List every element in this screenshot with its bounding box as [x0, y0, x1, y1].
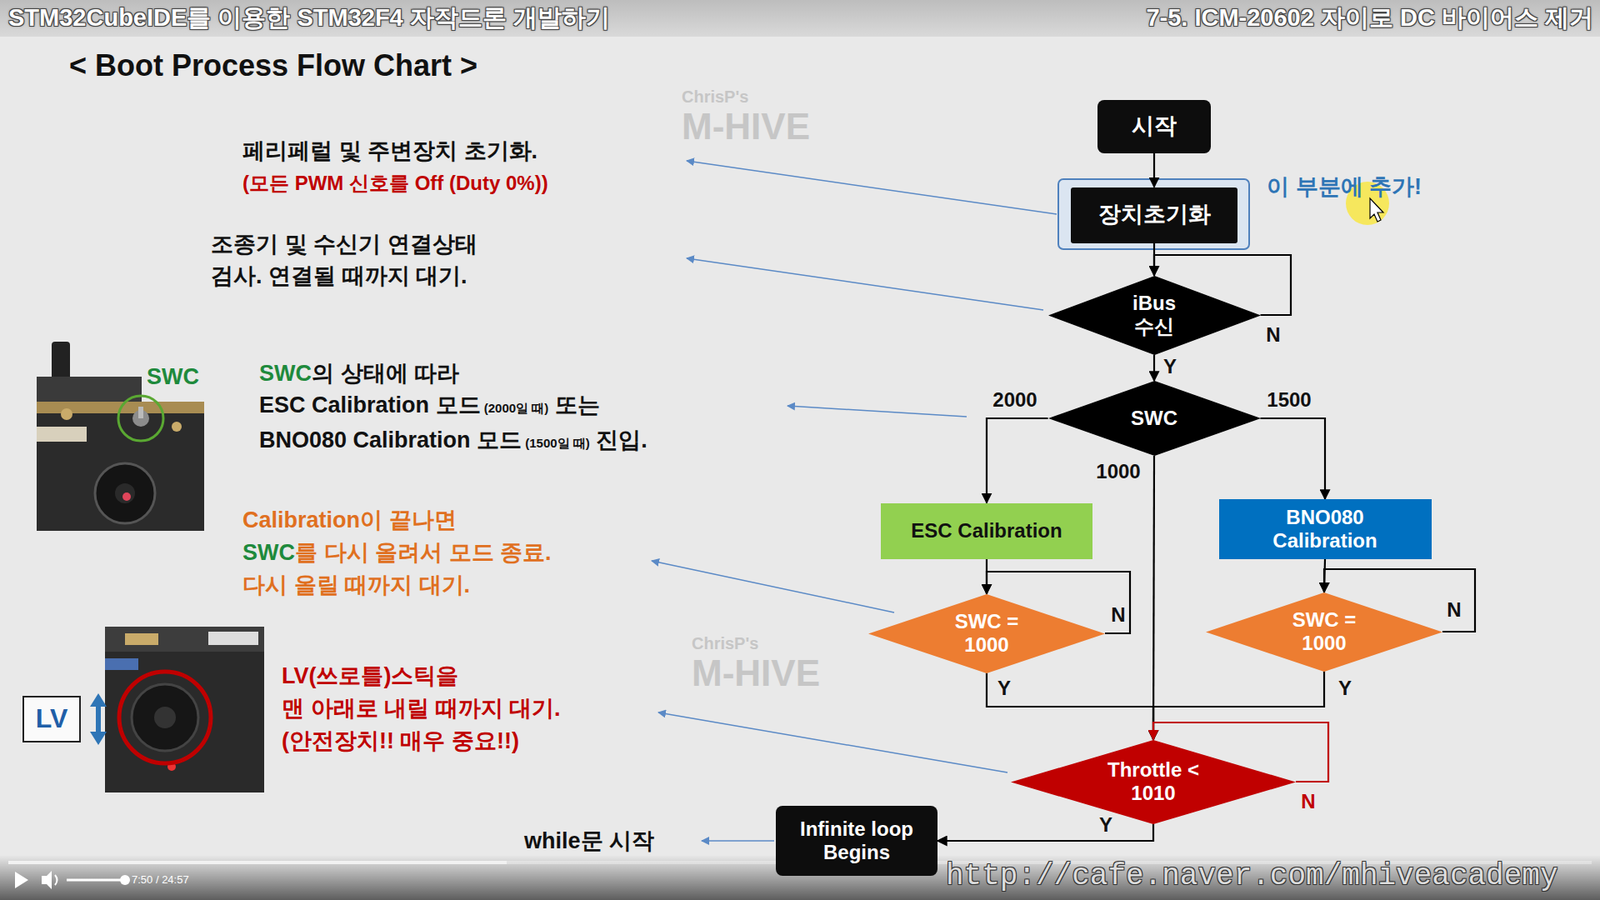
node-label: Infinite loop Begins: [800, 817, 914, 865]
flow-arrow: [986, 418, 1049, 504]
edge-label: 1500: [1265, 390, 1313, 410]
edge-label: N: [1109, 605, 1127, 625]
callout-text: (1500일 때): [525, 435, 590, 450]
node-label: SWC: [1130, 406, 1178, 430]
header-text-group: STM32CubeIDE를 이용한 STM32F4 자작드론 개발하기: [8, 1, 610, 34]
flow-arrow: [1153, 455, 1155, 740]
flow-arrow: [1153, 153, 1155, 188]
diamond-shape: [1010, 740, 1296, 825]
double-arrow: [90, 693, 107, 745]
annotation-note-group: 이 부분에 추가!: [1266, 170, 1422, 203]
edge-label: 2000: [990, 390, 1039, 410]
callout-text-group: while문 시작: [524, 825, 655, 857]
watermark: M-HIVE: [691, 652, 820, 694]
header-band: [0, 0, 1600, 37]
node-label: BNO080 Calibration: [1272, 505, 1377, 553]
callout-text: 진입.: [595, 427, 648, 453]
callout-text: (안전장치!! 매우 중요!!): [281, 728, 520, 754]
edge-label: N: [1264, 325, 1282, 345]
flow-arrow: [1260, 418, 1326, 500]
callout-text: 를 다시 올려서 모드 종료.: [295, 540, 552, 565]
node-label: ESC Calibration: [910, 519, 1062, 543]
end-terminal: Infinite loop Begins: [775, 805, 938, 876]
video-time: 7:50 / 24:57: [131, 873, 190, 886]
leader-lines: [651, 160, 1057, 841]
decision-diamond: SWC = 1000: [868, 594, 1105, 674]
diamond-shape: [868, 594, 1105, 674]
callout-text-group: SWC의 상태에 따라 ESC Calibration 모드(2000일 때) 또는…: [259, 357, 648, 460]
node-label: 시작: [1131, 113, 1177, 140]
watermark-group: M-HIVE: [691, 653, 820, 694]
edge-label: 1000: [1094, 461, 1142, 482]
watermark: M-HIVE: [681, 105, 810, 147]
watermark-group: ChrisP's: [681, 86, 749, 107]
decision-diamond: Throttle < 1010: [1010, 740, 1296, 825]
node-label: Throttle < 1010: [1107, 758, 1200, 805]
flow-arrow: [986, 673, 1154, 740]
slide-title: < Boot Process Flow Chart >: [69, 48, 478, 84]
edge-label: Y: [1161, 356, 1179, 377]
edge-label: Y: [1097, 815, 1115, 835]
watermark: ChrisP's: [681, 87, 749, 106]
flow-arrow: [1153, 671, 1325, 740]
callout-text-group: Calibration이 끝나면 SWC를 다시 올려서 모드 종료. 다시 올릴 …: [242, 504, 552, 602]
callout-text: 페리페럴 및 주변장치 초기화.: [242, 138, 538, 164]
transmitter-photo: [105, 626, 265, 793]
header-text-group: 7-5. ICM-20602 자이로 DC 바이어스 제거: [1145, 1, 1594, 34]
process-box: 장치초기화: [1070, 187, 1238, 244]
switch-label-group: SWC: [146, 360, 200, 393]
process-box: ESC Calibration: [880, 503, 1093, 560]
callout-text-group: 조종기 및 수신기 연결상태 검사. 연결될 때까지 대기.: [210, 228, 478, 292]
diamond-shape: [1205, 592, 1443, 672]
url-watermark-group: http://cafe.naver.com/mhiveacademy: [945, 858, 1559, 895]
flow-arrow: [1153, 355, 1155, 382]
node-label: SWC = 1000: [1292, 608, 1357, 655]
callout-text: 또는: [555, 392, 600, 418]
edge-label: N: [1299, 791, 1317, 812]
callout-text-group: LV(쓰로틀)스틱을 맨 아래로 내릴 때까지 대기. (안전장치!! 매우 중요…: [281, 660, 561, 758]
video-time-group: 7:50 / 24:57: [131, 872, 190, 888]
start-terminal: 시작: [1097, 100, 1211, 154]
mouse-cursor: [1370, 198, 1384, 222]
node-label: LV: [35, 703, 69, 735]
diamond-shape: [1048, 275, 1261, 355]
callout-text: ESC Calibration 모드: [259, 392, 481, 418]
edge-label: Y: [995, 678, 1013, 699]
callout-text: SWC: [259, 360, 312, 386]
callout-text: LV(쓰로틀)스틱을 맨 아래로 내릴 때까지 대기.: [281, 663, 561, 721]
annotation-note: 이 부분에 추가!: [1266, 174, 1422, 200]
edge-label: Y: [1336, 678, 1354, 699]
watermark-group: ChrisP's: [691, 633, 759, 654]
header-text: 7-5. ICM-20602 자이로 DC 바이어스 제거: [1145, 4, 1594, 31]
callout-text: (모든 PWM 신호를 Off (Duty 0%)): [242, 171, 549, 195]
edge-label: N: [1445, 600, 1463, 620]
node-label: iBus 수신: [1132, 291, 1176, 339]
callout-text: 조종기 및 수신기 연결상태 검사. 연결될 때까지 대기.: [210, 231, 478, 289]
url-watermark: http://cafe.naver.com/mhiveacademy: [945, 859, 1559, 894]
callout-text-group: 페리페럴 및 주변장치 초기화. (모든 PWM 신호를 Off (Duty 0%…: [242, 135, 549, 200]
node-label: SWC = 1000: [955, 610, 1020, 657]
callout-text: SWC: [242, 540, 295, 565]
decision-diamond: SWC: [1048, 380, 1261, 456]
flow-arrow: [937, 824, 1154, 842]
decision-diamond: iBus 수신: [1048, 275, 1261, 355]
transmitter-photo: [36, 341, 205, 531]
callout-text: while문 시작: [524, 828, 655, 854]
header-text: STM32CubeIDE를 이용한 STM32F4 자작드론 개발하기: [8, 4, 610, 31]
watermark: ChrisP's: [691, 634, 759, 653]
stick-tag: LV: [22, 695, 81, 743]
watermark-group: M-HIVE: [681, 106, 810, 147]
switch-label: SWC: [146, 364, 200, 390]
callout-text: Calibration이 끝나면: [242, 507, 457, 533]
callout-text: BNO080 Calibration 모드: [259, 427, 522, 453]
callout-text: 의 상태에 따라: [311, 360, 460, 386]
process-box: BNO080 Calibration: [1219, 499, 1432, 560]
node-label: 장치초기화: [1098, 201, 1211, 229]
diamond-shape: [1048, 380, 1261, 456]
callout-text: (2000일 때): [484, 400, 550, 415]
callout-text: 다시 올릴 때까지 대기.: [242, 572, 470, 598]
highlight-frame: [1058, 179, 1250, 250]
decision-diamond: SWC = 1000: [1205, 592, 1443, 672]
